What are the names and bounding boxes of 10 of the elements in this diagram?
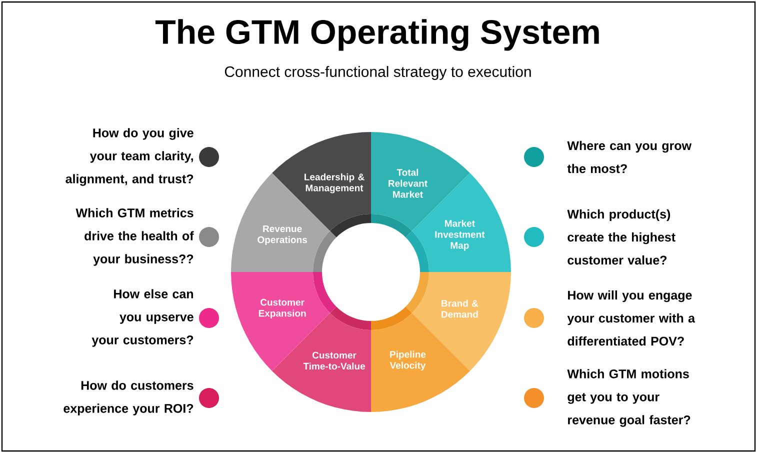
- question: How do customers experience your ROI?: [64, 380, 194, 416]
- question: Which product(s) create the highest customer value?: [567, 209, 676, 265]
- title: The GTM Operating System: [155, 19, 599, 51]
- subtitle: Connect cross-functional strategy to execution: [224, 66, 531, 80]
- question: How will you engage your customer with a differentiated POV?: [567, 290, 696, 346]
- question: Where can you grow the most?: [567, 140, 692, 174]
- question: Which GTM metrics drive the health of your business??: [76, 208, 194, 266]
- question: How do you give your team clarity, alignment, and trust?: [66, 128, 194, 186]
- question: Which GTM motions get you to your revenue goal faster?: [567, 369, 690, 427]
- question: How else can you upserve your customers?: [92, 289, 194, 347]
